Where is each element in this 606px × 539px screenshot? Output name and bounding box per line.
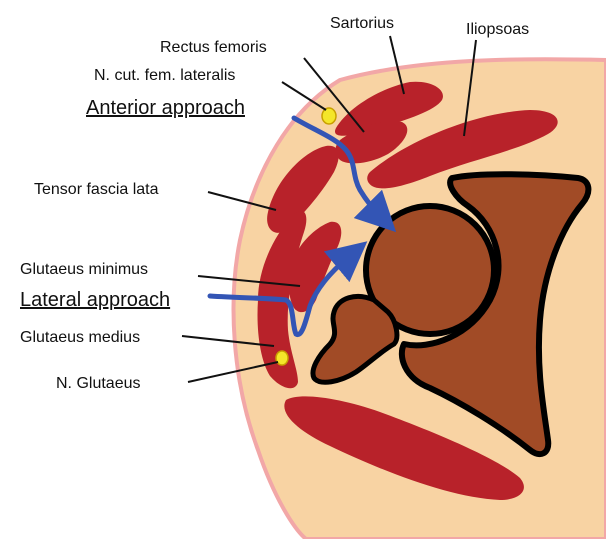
label-anterior-approach: Anterior approach bbox=[86, 97, 245, 119]
label-glutaeus-medius: Glutaeus medius bbox=[20, 329, 140, 346]
label-n-glutaeus: N. Glutaeus bbox=[56, 375, 140, 392]
label-tensor-fascia-lata: Tensor fascia lata bbox=[34, 181, 159, 198]
label-n-cut-fem-lateralis: N. cut. fem. lateralis bbox=[94, 67, 235, 84]
n-cut-fem-lateralis-nerve bbox=[322, 108, 336, 124]
label-sartorius: Sartorius bbox=[330, 15, 394, 32]
label-lateral-approach: Lateral approach bbox=[20, 289, 170, 311]
label-rectus-femoris: Rectus femoris bbox=[160, 39, 267, 56]
label-iliopsoas: Iliopsoas bbox=[466, 21, 529, 38]
label-glutaeus-minimus: Glutaeus minimus bbox=[20, 261, 148, 278]
